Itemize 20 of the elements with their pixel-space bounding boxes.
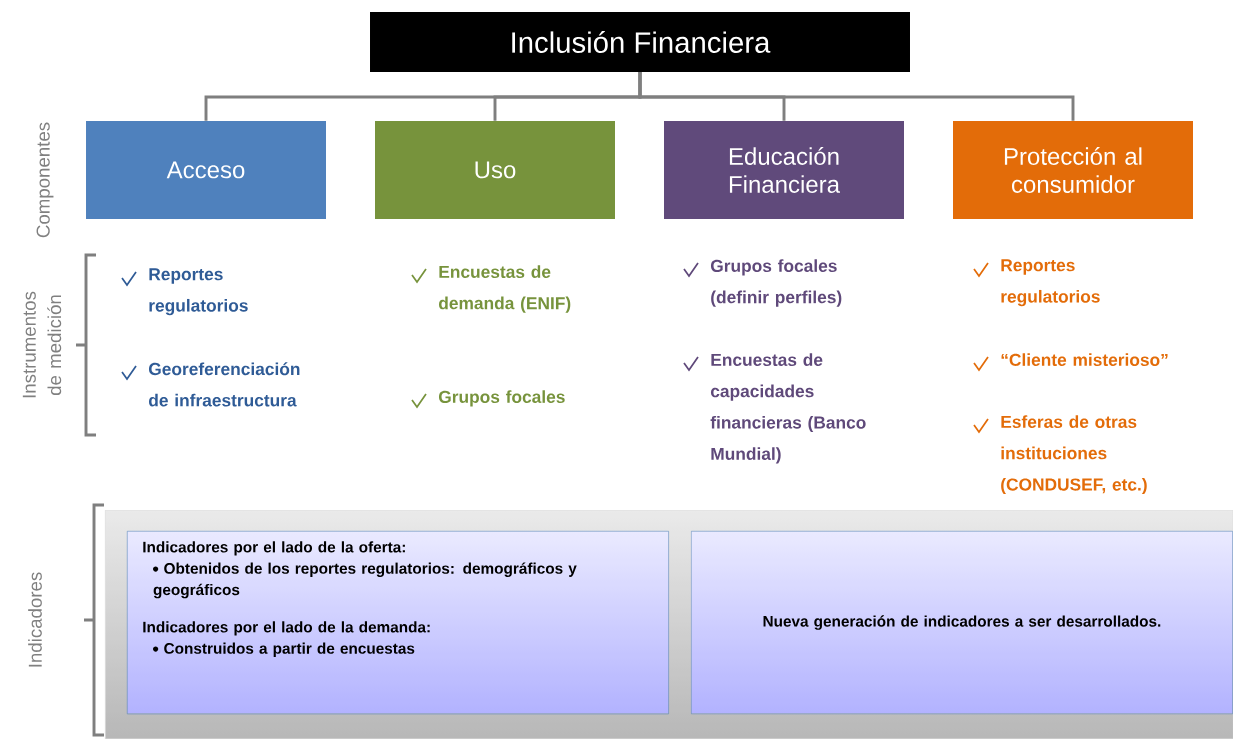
row-heading: Instrumentos de medición <box>22 291 62 398</box>
indicator-box: Nueva generación de indicadores a ser desarrollados. <box>691 531 1233 715</box>
row-heading: Indicadores <box>28 572 42 667</box>
connector-line <box>638 72 1075 121</box>
instrument-item: Reportes regulatorios <box>1001 259 1100 307</box>
component-box: Educación Financiera <box>664 121 904 219</box>
instrument-item: Esferas de otras instituciones (CONDUSEF, etc.) <box>1001 415 1147 495</box>
instrument-item: Encuestas de capacidades financieras (Banco Mundial) <box>710 353 866 464</box>
component-box: Protección al consumidor <box>953 121 1193 219</box>
instrument-item: Encuestas de demanda (ENIF) <box>439 265 571 313</box>
instrument-item: Reportes regulatorios <box>149 268 248 316</box>
component-box: Uso <box>375 121 615 219</box>
title-box: Inclusión Financiera <box>370 12 910 72</box>
instrument-item: “Cliente misterioso” <box>1001 353 1168 366</box>
instrument-item: Georeferenciación de infraestructura <box>149 362 300 407</box>
instrument-item: Grupos focales <box>439 390 565 407</box>
row-heading: Componentes <box>36 122 54 238</box>
component-box: Acceso <box>86 121 326 219</box>
indicator-box: Indicadores por el lado de la oferta: Obtenidos de los reportes regulatorios: demográficos y geográficos Indicadores por el lado de la demanda: Construidos a partir de encuestas <box>127 531 669 715</box>
instrument-item: Grupos focales (definir perfiles) <box>711 259 842 307</box>
